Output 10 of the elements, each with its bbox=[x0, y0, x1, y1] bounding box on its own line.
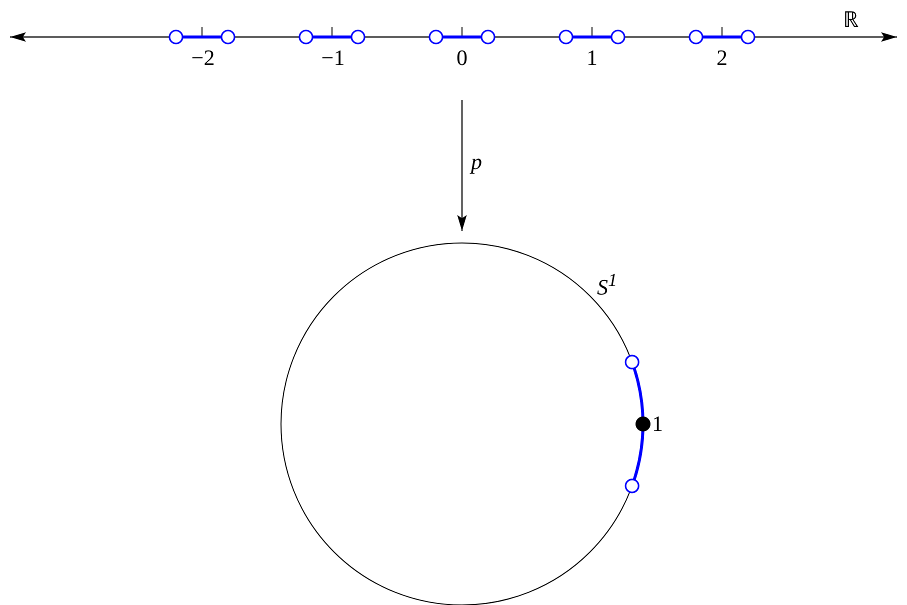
point-label: 1 bbox=[652, 412, 663, 436]
line-label: ℝ bbox=[843, 8, 859, 32]
tick-label: 2 bbox=[716, 46, 728, 70]
tick-label: −1 bbox=[321, 46, 345, 70]
arrow bbox=[457, 100, 467, 231]
tick-label: −2 bbox=[191, 46, 215, 70]
edge-label: p bbox=[471, 150, 482, 174]
tick-label: 0 bbox=[456, 46, 468, 70]
circle-label: S$^{1}$ bbox=[597, 269, 618, 300]
tick-label: 1 bbox=[586, 46, 598, 70]
